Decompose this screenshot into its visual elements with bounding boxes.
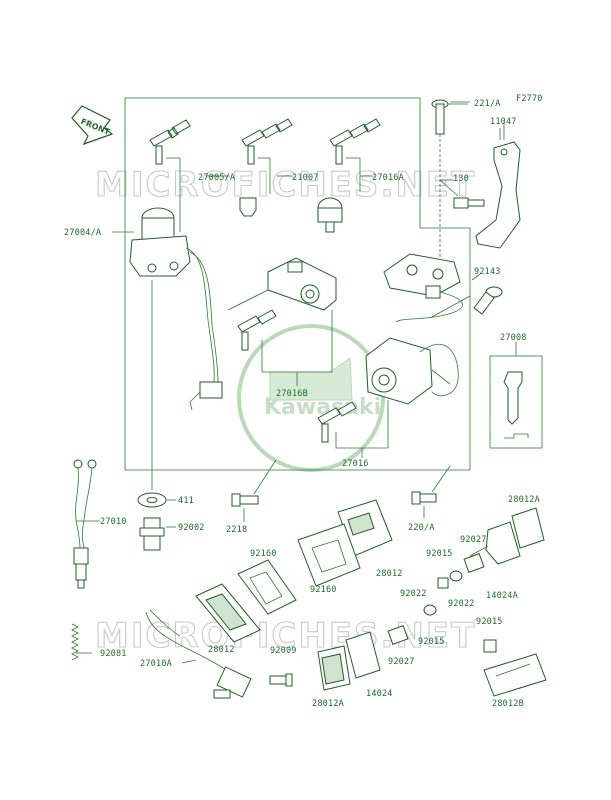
- bolt-221a: [431, 99, 470, 260]
- bracket-14024: [345, 631, 381, 679]
- label-92160-b: 92160: [310, 585, 337, 595]
- washer-411: [137, 492, 167, 508]
- label-27010a: 27010A: [140, 659, 172, 669]
- label-27016: 27016: [342, 459, 369, 469]
- label-92027-b: 92027: [388, 657, 415, 667]
- key-set-27016a: [317, 118, 381, 233]
- label-28012b: 28012B: [492, 699, 524, 709]
- spacer-92143: [429, 286, 503, 319]
- label-28012a-top: 28012A: [508, 495, 540, 505]
- nut-92002: [139, 517, 165, 551]
- key-blank-27008: [489, 342, 543, 449]
- reflector-28012b: [483, 653, 547, 697]
- label-92027-a: 92027: [460, 535, 487, 545]
- label-27004a: 27004/A: [64, 228, 101, 238]
- label-92143: 92143: [474, 267, 501, 277]
- label-92081: 92081: [100, 649, 127, 659]
- label-27008: 27008: [500, 333, 527, 343]
- nut-92015-b: [483, 639, 497, 653]
- label-92022-a: 92022: [400, 589, 427, 599]
- label-28012a-bottom: 28012A: [312, 699, 344, 709]
- label-28012-left: 28012: [208, 645, 235, 655]
- key-set-21007: [239, 118, 293, 217]
- spring-92081: [71, 623, 79, 661]
- screw-220a: [411, 465, 451, 505]
- label-220a: 220/A: [408, 523, 435, 533]
- washer-92022-a: [449, 570, 463, 582]
- watermark-text-top: MICROFICHES.NET: [95, 165, 476, 205]
- bolt-130: [439, 179, 485, 209]
- key-set-27005: [149, 119, 191, 232]
- screw-2218: [231, 459, 277, 507]
- spacer-92027-b: [387, 625, 409, 645]
- label-14024: 14024: [366, 689, 393, 699]
- watermark-text-bottom: MICROFICHES.NET: [95, 616, 476, 656]
- washer-92022-b: [423, 604, 437, 616]
- nut-92015-a: [437, 577, 449, 589]
- bracket-14024a: [469, 521, 521, 565]
- spacer-92027-a: [463, 553, 485, 573]
- ignition-switch-group-box: [124, 97, 471, 471]
- label-27016a: 27016A: [372, 173, 404, 183]
- label-92015-b: 92015: [418, 637, 445, 647]
- label-27010: 27010: [100, 517, 127, 527]
- figure-code: F2770: [516, 94, 543, 104]
- harness-27010a: [145, 609, 252, 699]
- label-92002: 92002: [178, 523, 205, 533]
- label-27016b: 27016B: [276, 389, 308, 399]
- bracket-11047: [475, 122, 521, 249]
- cover-28012-left: [195, 583, 261, 643]
- label-27005a: 27005/A: [198, 173, 235, 183]
- gasket-92160-b: [297, 523, 361, 587]
- label-28012-center: 28012: [376, 569, 403, 579]
- label-92022-b: 92022: [448, 599, 475, 609]
- cover-28012a-top: [511, 507, 545, 549]
- seat-lock-27016b: [227, 257, 337, 386]
- front-arrow: FRONT: [71, 105, 114, 146]
- bolt-92009: [269, 673, 293, 687]
- label-21007: 21007: [292, 173, 319, 183]
- cover-28012-center: [337, 499, 393, 557]
- label-130: 130: [453, 174, 469, 184]
- label-92009: 92009: [270, 646, 297, 656]
- lock-27016: [317, 337, 459, 458]
- cap-lock-bracket: [383, 253, 463, 323]
- part-labels: 221/A 11047 130 27005/A 21007 27016A 270…: [64, 99, 540, 709]
- label-92015-c: 92015: [476, 617, 503, 627]
- label-92015-a: 92015: [426, 549, 453, 559]
- label-11047: 11047: [490, 117, 517, 127]
- label-2218: 2218: [226, 525, 247, 535]
- label-221a: 221/A: [474, 99, 501, 109]
- label-411: 411: [178, 496, 194, 506]
- leader-lines: [76, 103, 501, 664]
- ignition-switch-27004: [129, 207, 223, 490]
- switch-27010: [73, 459, 97, 589]
- cover-28012a-bottom: [317, 645, 351, 691]
- label-92160-a: 92160: [250, 549, 277, 559]
- label-14024a: 14024A: [486, 591, 518, 601]
- gasket-92160-a: [237, 559, 297, 615]
